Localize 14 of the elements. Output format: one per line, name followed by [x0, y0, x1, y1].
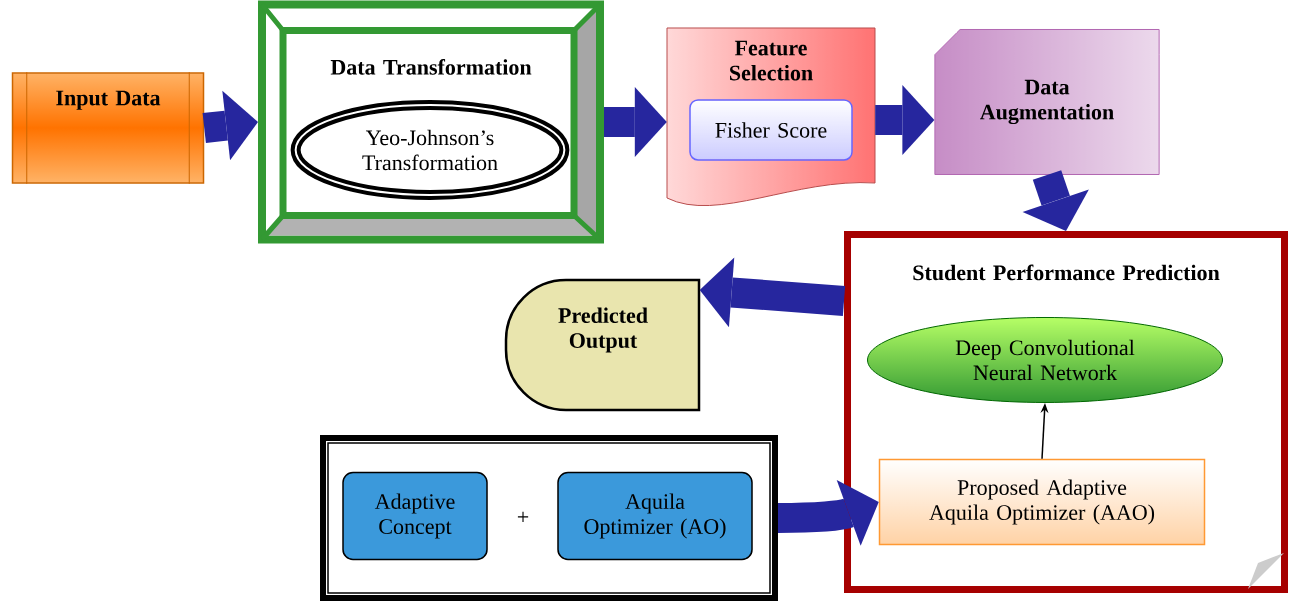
plus-sign: +	[517, 511, 529, 522]
concept-box: Aquila Optimizer (AO)	[557, 471, 753, 561]
method-box: Fisher Score	[689, 99, 853, 161]
arrow	[875, 85, 935, 155]
arrow	[604, 87, 667, 157]
arrow	[699, 257, 846, 328]
arrow	[1022, 170, 1089, 231]
optimizer-box: Proposed Adaptive Aquila Optimizer (AAO)	[878, 458, 1206, 546]
concept-frame	[320, 435, 778, 601]
augmentation-box: Data Augmentation	[934, 29, 1160, 175]
concept-box: Adaptive Concept	[342, 471, 488, 561]
arrow	[202, 90, 258, 161]
input-box: Input Data	[11, 71, 205, 185]
arrow	[777, 480, 879, 546]
